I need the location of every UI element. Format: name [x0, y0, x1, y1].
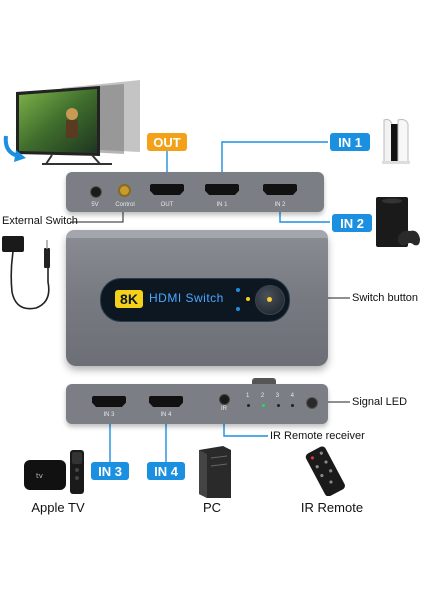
signal-led-callout: Signal LED — [352, 396, 408, 408]
led-numbers: 1 2 3 4 — [246, 393, 294, 399]
pc-tower — [199, 446, 231, 498]
ir-remote-device — [305, 446, 345, 496]
8k-badge: 8K — [115, 290, 143, 308]
led-number-1: 1 — [246, 393, 250, 399]
external-switch-callout: External Switch — [2, 215, 78, 227]
external-switch-accessory — [2, 236, 50, 310]
front-led-2 — [246, 297, 250, 301]
top-device-panel: 5V Control OUT IN 1 IN 2 — [66, 172, 324, 212]
in2-port-label: IN 2 — [274, 202, 286, 208]
svg-text:tv: tv — [36, 472, 43, 480]
ir-port-label: IR — [221, 406, 227, 412]
hdmi-in3-port — [92, 396, 126, 407]
in1-port-label: IN 1 — [216, 202, 228, 208]
front-led-3 — [236, 307, 240, 311]
in3-tag: IN 3 — [91, 462, 129, 480]
bottom-device-knob — [306, 397, 318, 409]
signal-led-3 — [277, 404, 280, 407]
apple-tv-label: Apple TV — [31, 500, 85, 515]
switch-button[interactable] — [255, 285, 285, 315]
power-jack — [90, 186, 102, 198]
in2-tag-label: IN 2 — [340, 215, 364, 231]
signal-led-1 — [247, 404, 250, 407]
pc-label: PC — [202, 500, 222, 515]
device-top-edge — [66, 230, 328, 238]
control-label: Control — [115, 202, 135, 208]
led-number-3: 3 — [275, 393, 280, 399]
in4-port-label: IN 4 — [160, 412, 172, 418]
front-led-1 — [236, 288, 240, 292]
xbox-console — [376, 197, 420, 247]
hdmi-switch-title: HDMI Switch — [149, 291, 224, 305]
hdmi-in4-port — [149, 396, 183, 407]
out-tag-label: OUT — [153, 134, 181, 150]
front-display-panel: 8K HDMI Switch — [100, 278, 290, 322]
apple-tv-device: tv — [24, 450, 84, 494]
ir-receiver-callout: IR Remote receiver — [270, 430, 365, 442]
in3-tag-label: IN 3 — [98, 463, 122, 479]
in1-tag: IN 1 — [330, 133, 370, 151]
out-port-label: OUT — [160, 202, 174, 208]
signal-led-4 — [291, 404, 294, 407]
in4-tag: IN 4 — [147, 462, 185, 480]
ps5-console — [382, 119, 410, 164]
hdmi-out-port — [150, 184, 184, 195]
middle-device-body: 8K HDMI Switch — [66, 230, 328, 366]
in3-port-label: IN 3 — [103, 412, 115, 418]
hdmi-in2-port — [263, 184, 297, 195]
led-number-4: 4 — [290, 393, 294, 399]
device-foot — [252, 378, 276, 384]
in2-tag: IN 2 — [332, 214, 372, 232]
ir-receiver-port — [219, 394, 230, 405]
out-tag: OUT — [147, 133, 187, 151]
tv-illustration — [3, 80, 140, 165]
signal-led-2 — [262, 404, 265, 407]
led-number-2: 2 — [260, 393, 265, 399]
in1-tag-label: IN 1 — [338, 134, 362, 150]
bottom-device-panel: IN 3 IN 4 IR 1 2 3 4 — [66, 378, 328, 424]
8k-badge-label: 8K — [120, 291, 138, 307]
ir-remote-label: IR Remote — [300, 500, 364, 515]
switch-button-dot — [267, 297, 272, 302]
in4-tag-label: IN 4 — [154, 463, 178, 479]
hdmi-in1-port — [205, 184, 239, 195]
power-label: 5V — [91, 202, 99, 208]
control-jack — [118, 184, 131, 197]
switch-button-callout: Switch button — [352, 292, 419, 304]
